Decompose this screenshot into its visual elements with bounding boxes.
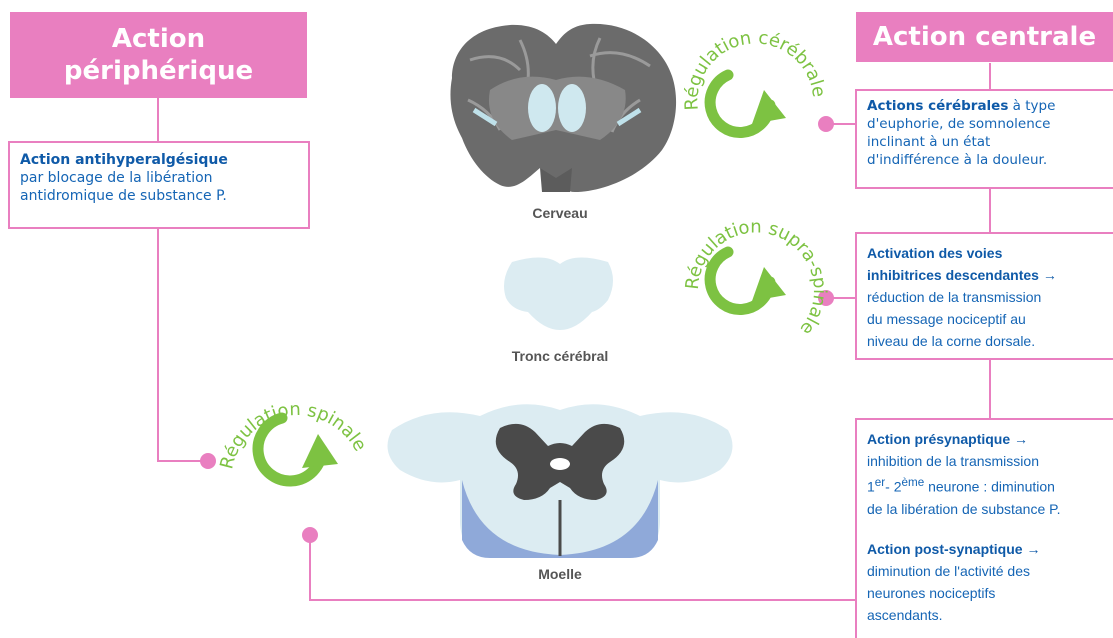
box-presynaptic-line1: inhibition de la transmission xyxy=(867,453,1039,469)
header-peripheral-line2: périphérique xyxy=(63,56,254,86)
box-antihyperalgesic-line1: par blocage de la libération xyxy=(20,170,213,186)
box-spinal-actions: Action présynaptique → inhibition de la … xyxy=(855,418,1113,638)
connector-lines xyxy=(157,63,991,601)
regulation-cerebral-label: Régulation cérébrale xyxy=(681,27,829,110)
box-descending-title1: Activation des voies xyxy=(867,245,1003,261)
header-peripheral: Action périphérique xyxy=(10,12,307,98)
pre-n1: 1 xyxy=(867,478,875,495)
box-cerebral-title-rest: à type xyxy=(1008,98,1056,114)
spinal-cord-illustration xyxy=(387,404,733,558)
header-central-text: Action centrale xyxy=(872,22,1097,52)
label-brainstem: Tronc cérébral xyxy=(511,348,609,364)
box-descending-pathways: Activation des voies inhibitrices descen… xyxy=(855,232,1113,360)
arrow-heads xyxy=(302,90,786,468)
pre-after: neurone : diminution xyxy=(924,478,1055,495)
pre-mid: - 2 xyxy=(885,478,902,495)
regulation-spinal-label: Régulation spinale xyxy=(216,399,370,471)
box-cerebral-actions: Actions cérébrales à type d'euphorie, de… xyxy=(855,89,1113,189)
label-brain: Cerveau xyxy=(532,205,588,221)
box-descending-title2: inhibitrices descendantes → xyxy=(867,267,1057,283)
box-descending-line1: réduction de la transmission xyxy=(867,289,1042,305)
box-descending-line2: du message nociceptif au xyxy=(867,311,1026,327)
box-antihyperalgesic-line2: antidromique de substance P. xyxy=(20,188,227,204)
pre-sup2: ème xyxy=(901,476,925,489)
brainstem-illustration xyxy=(504,257,613,330)
label-spinal-cord: Moelle xyxy=(538,566,582,582)
box-cerebral-line1: d'euphorie, de somnolence xyxy=(867,116,1051,132)
box-antihyperalgesic: Action antihyperalgésique par blocage de… xyxy=(8,141,310,229)
box-presynaptic-line3: de la libération de substance P. xyxy=(867,500,1061,517)
box-cerebral-title: Actions cérébrales xyxy=(867,98,1009,114)
box-cerebral-line3: d'indifférence à la douleur. xyxy=(867,152,1048,168)
brain-illustration xyxy=(450,23,677,192)
box-presynaptic-title: Action présynaptique → xyxy=(867,431,1029,447)
box-cerebral-line2: inclinant à un état xyxy=(867,134,991,150)
box-postsynaptic-line3: ascendants. xyxy=(867,606,943,623)
header-peripheral-line1: Action xyxy=(111,24,206,54)
box-postsynaptic-title: Action post-synaptique → xyxy=(867,540,1041,557)
pre-sup1: er xyxy=(874,476,886,489)
box-postsynaptic-line1: diminution de l'activité des xyxy=(867,562,1030,579)
box-antihyperalgesic-title: Action antihyperalgésique xyxy=(20,152,228,168)
header-central: Action centrale xyxy=(856,12,1113,62)
box-presynaptic-line2: 1er- 2ème neurone : diminution xyxy=(867,472,1103,498)
connector-dots xyxy=(200,116,834,543)
regulation-supraspinal-label: Régulation supra-spinale xyxy=(682,217,830,339)
box-postsynaptic-line2: neurones nociceptifs xyxy=(867,584,996,601)
box-descending-line3: niveau de la corne dorsale. xyxy=(867,333,1036,349)
